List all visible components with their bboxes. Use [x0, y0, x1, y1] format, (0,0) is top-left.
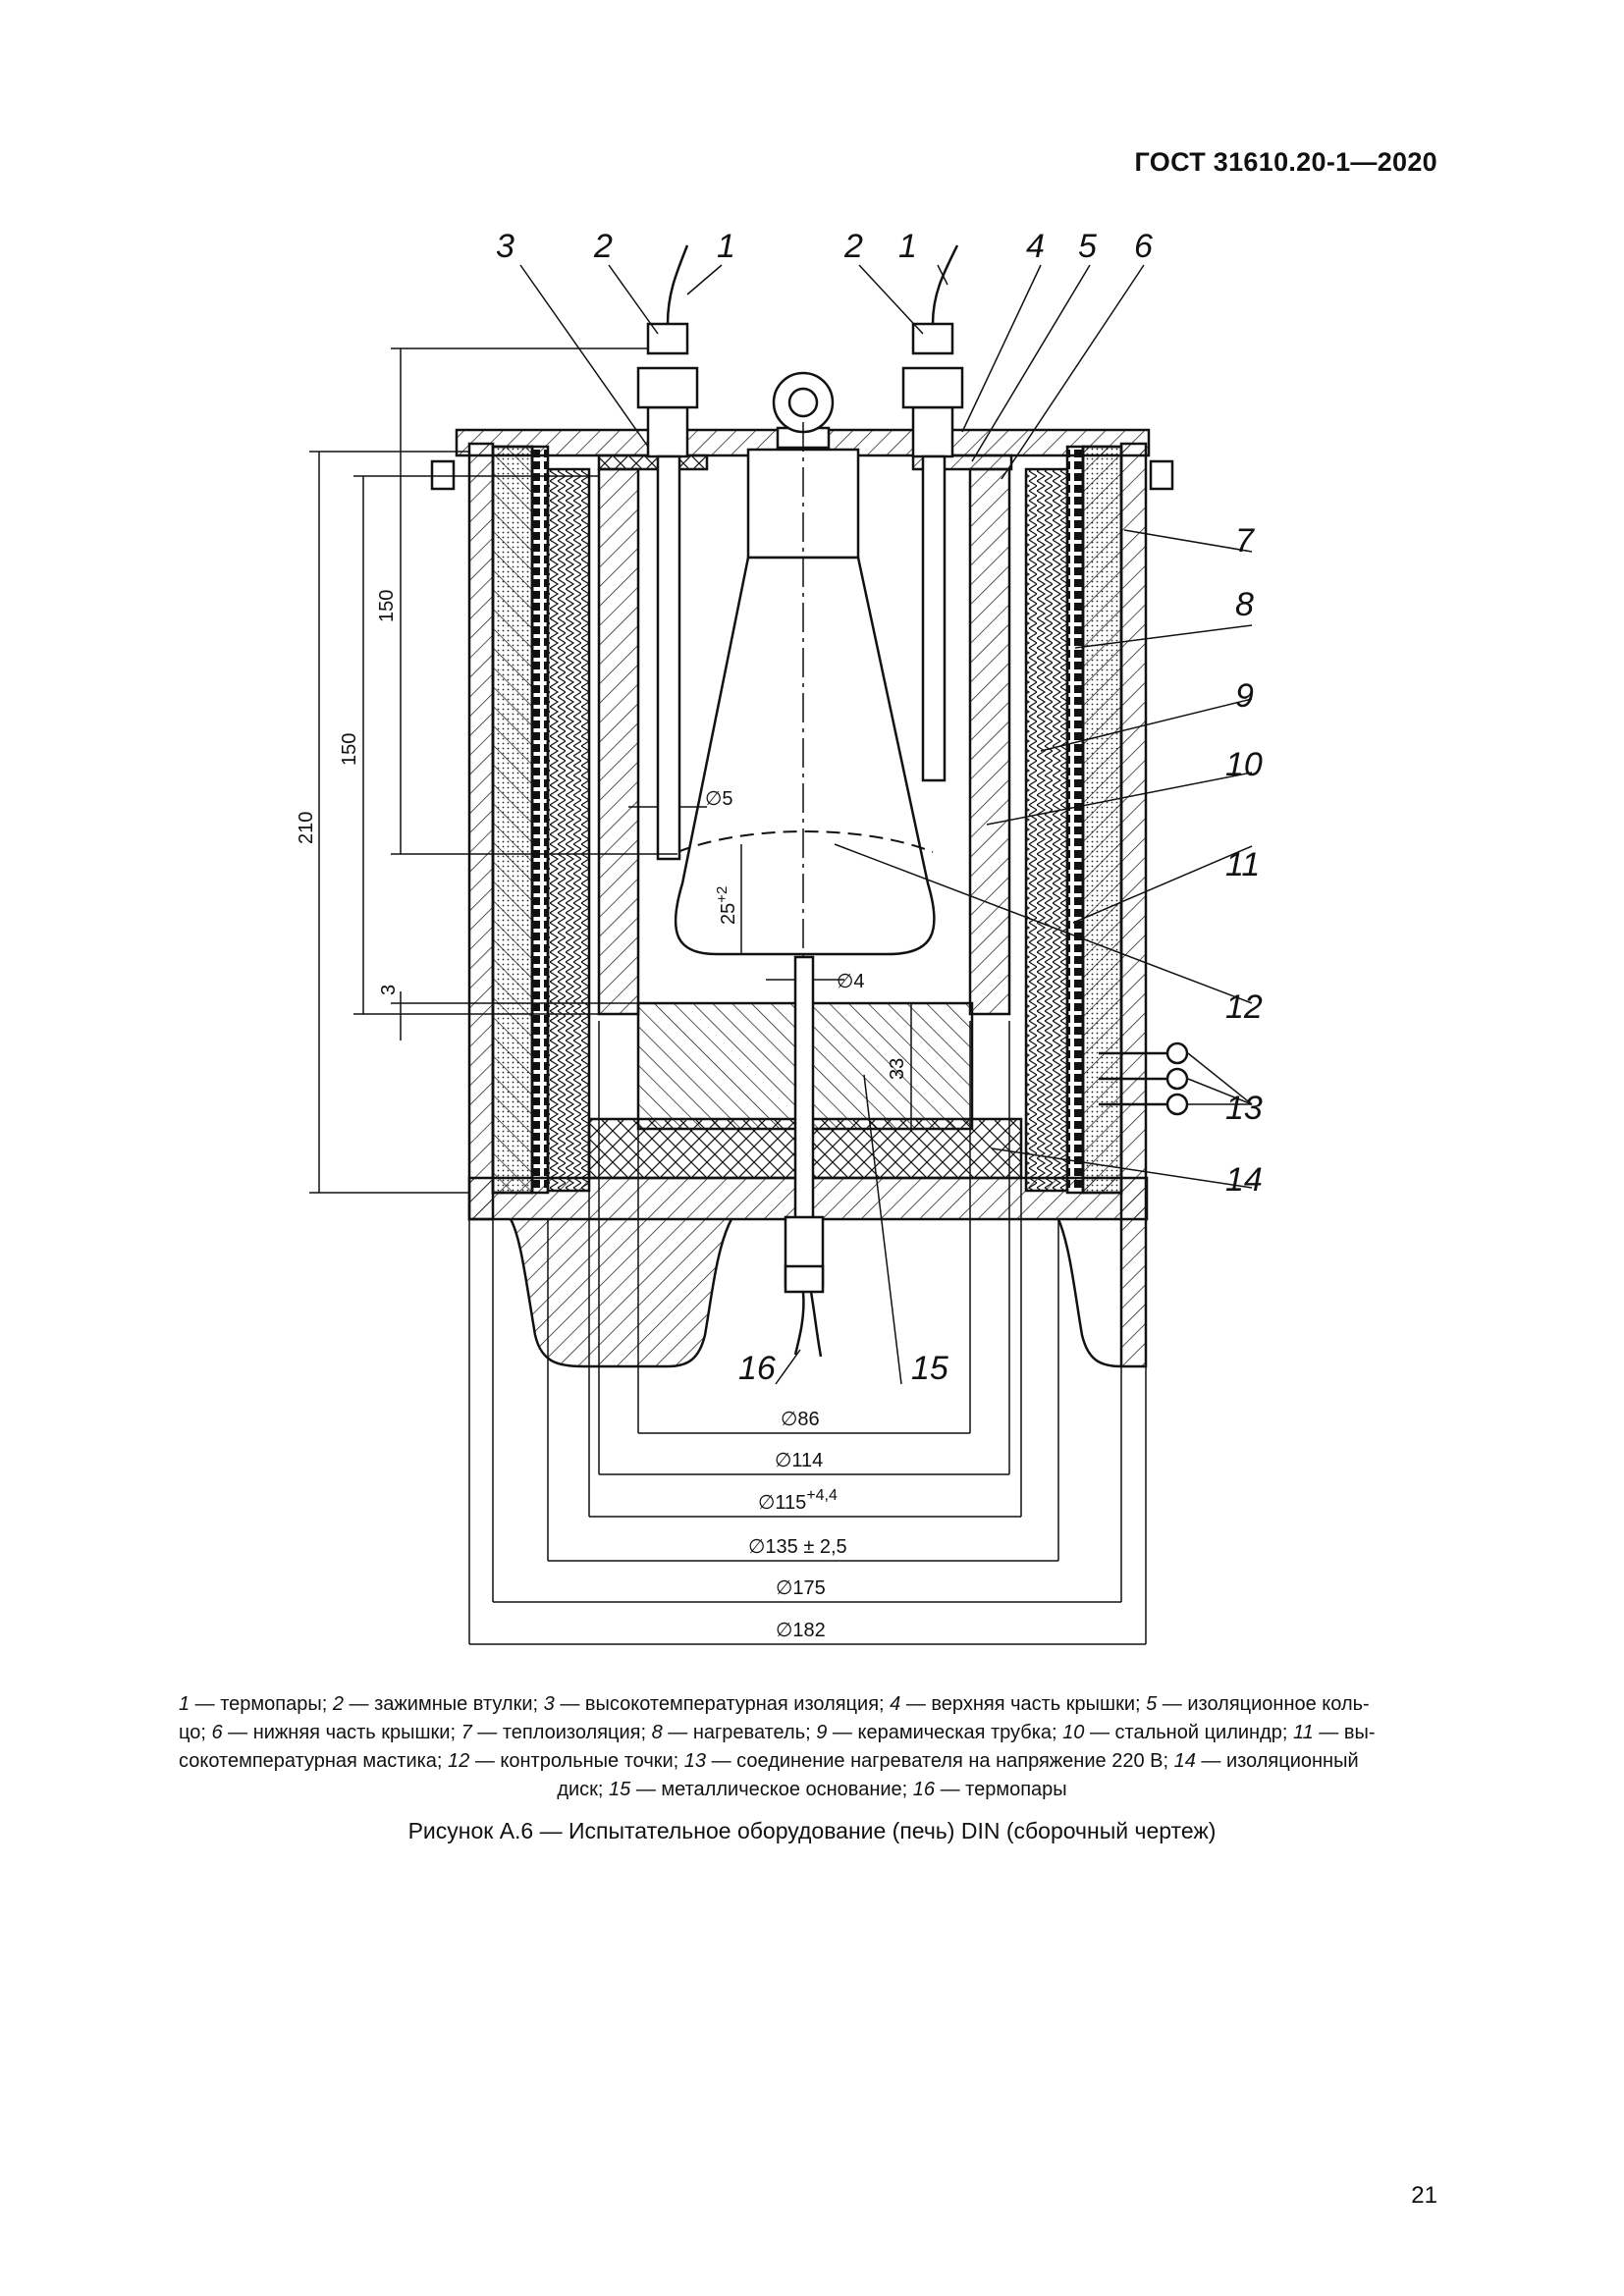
dim-3: 3 [378, 985, 400, 995]
dim-d114: ∅114 [775, 1450, 823, 1471]
figure-legend: 1 — термопары; 2 — зажимные втулки; 3 — … [179, 1690, 1445, 1804]
callout-6: 6 [1134, 228, 1153, 265]
callout-1-right: 1 [898, 228, 917, 265]
callout-1-left: 1 [717, 228, 735, 265]
dim-d4: ∅4 [837, 971, 865, 992]
callout-4: 4 [1026, 228, 1045, 265]
callout-15: 15 [911, 1350, 948, 1387]
callout-11: 11 [1225, 846, 1260, 883]
dim-33: 33 [887, 1058, 908, 1080]
callout-3: 3 [496, 228, 514, 265]
callout-2-left: 2 [593, 228, 613, 265]
callout-13: 13 [1225, 1090, 1263, 1127]
dim-210: 210 [296, 812, 317, 844]
dim-150-outer: 150 [339, 733, 360, 766]
page-number: 21 [1411, 2182, 1437, 2209]
legend-line-3: сокотемпературная мастика; 12 — контроль… [179, 1750, 1359, 1772]
dim-d135: ∅135 ± 2,5 [748, 1536, 847, 1558]
callout-2-right: 2 [843, 228, 863, 265]
dim-d175: ∅175 [776, 1577, 826, 1599]
furnace-assembly-drawing: 3 2 1 2 1 4 5 6 7 8 9 10 11 12 13 14 15 … [296, 228, 1263, 1645]
dim-25: 25+2 [714, 886, 739, 925]
figure-caption: Рисунок А.6 — Испытательное оборудование… [407, 1818, 1217, 1843]
dim-150-inner: 150 [376, 590, 398, 622]
dim-d5: ∅5 [705, 788, 733, 810]
dim-d182: ∅182 [776, 1620, 826, 1641]
callout-16: 16 [738, 1350, 776, 1387]
document-header: ГОСТ 31610.20-1—2020 [1134, 147, 1437, 177]
callout-7: 7 [1235, 522, 1255, 560]
callout-10: 10 [1225, 746, 1263, 783]
legend-line-1: 1 — термопары; 2 — зажимные втулки; 3 — … [179, 1693, 1370, 1715]
callout-5: 5 [1078, 228, 1097, 265]
legend-line-4: диск; 15 — металлическое основание; 16 —… [557, 1779, 1067, 1800]
callout-9: 9 [1235, 677, 1254, 715]
dim-d115: ∅115+4,4 [758, 1487, 838, 1514]
dim-d86: ∅86 [781, 1409, 820, 1430]
callout-12: 12 [1225, 988, 1263, 1026]
legend-line-2: цо; 6 — нижняя часть крышки; 7 — теплоиз… [179, 1722, 1376, 1743]
callout-14: 14 [1225, 1161, 1263, 1199]
callout-8: 8 [1235, 586, 1254, 623]
